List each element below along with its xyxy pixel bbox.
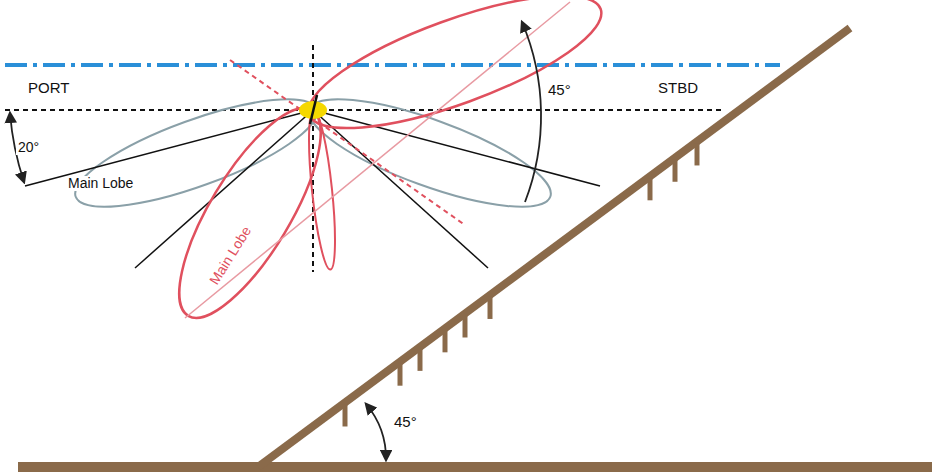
angle-arc-slope [366, 404, 386, 460]
red-lobe-upper [295, 0, 615, 154]
horizontal-reference [5, 109, 722, 111]
angle-label: 45° [392, 414, 419, 431]
grey-lobe-stbd [298, 78, 561, 228]
red-dashed-line [230, 60, 465, 225]
grey-lobe-port [64, 78, 327, 228]
angle-label: 45° [546, 82, 573, 99]
lobe-label: Main Lobe [66, 176, 135, 191]
red-axis-line [185, 2, 570, 318]
port-label: PORT [26, 80, 71, 97]
angle-label: 20° [16, 140, 41, 155]
stbd-label: STBD [656, 80, 700, 97]
vertical-reference [312, 45, 314, 272]
red-lobe-main [154, 90, 346, 337]
seabed-slope [258, 28, 850, 467]
surface-line [5, 63, 780, 67]
seabed-flat [18, 462, 932, 472]
angle-arc-45 [522, 22, 541, 202]
slope-posts [345, 143, 697, 426]
lobe-label: Main Lobe [206, 222, 256, 289]
transducer-mount [310, 95, 317, 124]
